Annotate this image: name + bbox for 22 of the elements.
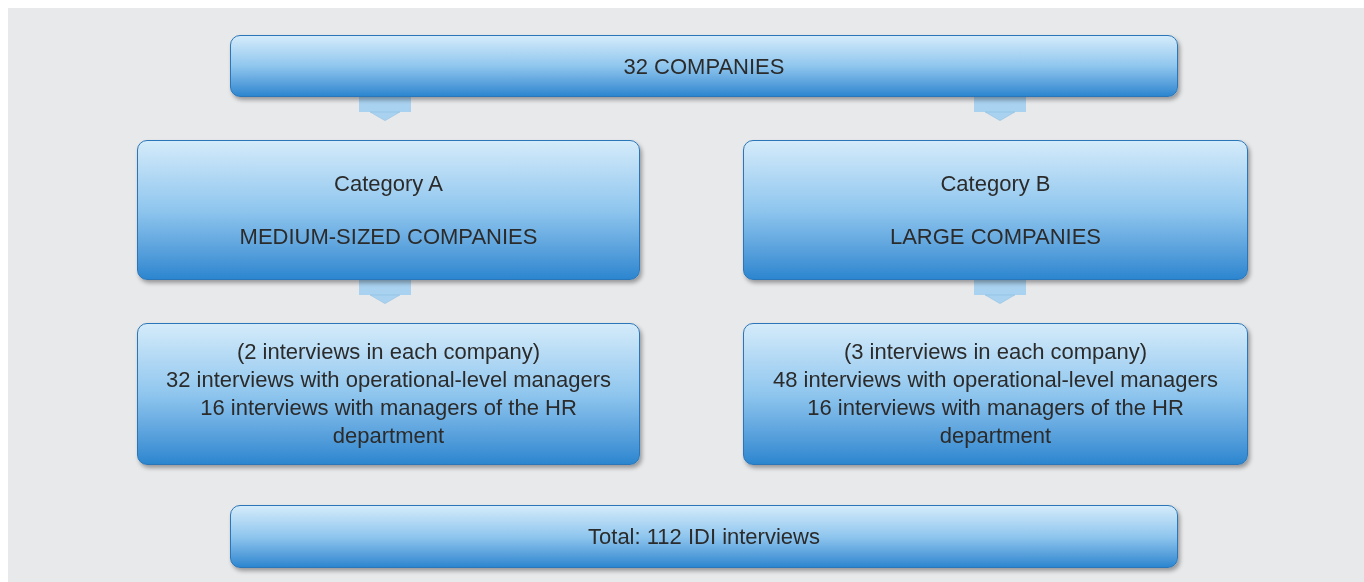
box-text: 48 interviews with operational-level managers	[772, 366, 1219, 394]
box-text: (3 interviews in each company)	[843, 338, 1148, 366]
block-arrow	[359, 280, 411, 304]
process-box	[137, 323, 640, 465]
process-box	[743, 323, 1248, 465]
box-text: 32 interviews with operational-level managers	[165, 366, 612, 394]
box-text: 16 interviews with managers of the HR department	[806, 394, 1185, 450]
box-text: Category B	[940, 170, 1051, 198]
process-box	[137, 140, 640, 280]
block-arrow	[974, 97, 1026, 121]
box-text: (2 interviews in each company)	[236, 338, 541, 366]
box-text: 16 interviews with managers of the HR department	[199, 394, 578, 450]
box-text: Total: 112 IDI interviews	[588, 523, 820, 551]
box-text: 32 COMPANIES	[623, 52, 785, 81]
box-text: Category A	[334, 170, 443, 198]
process-box	[230, 505, 1178, 568]
block-arrow	[359, 97, 411, 121]
block-arrow	[974, 280, 1026, 304]
process-box	[743, 140, 1248, 280]
process-box	[230, 35, 1178, 97]
box-text: MEDIUM-SIZED COMPANIES	[239, 223, 538, 251]
box-text: LARGE COMPANIES	[889, 223, 1102, 251]
